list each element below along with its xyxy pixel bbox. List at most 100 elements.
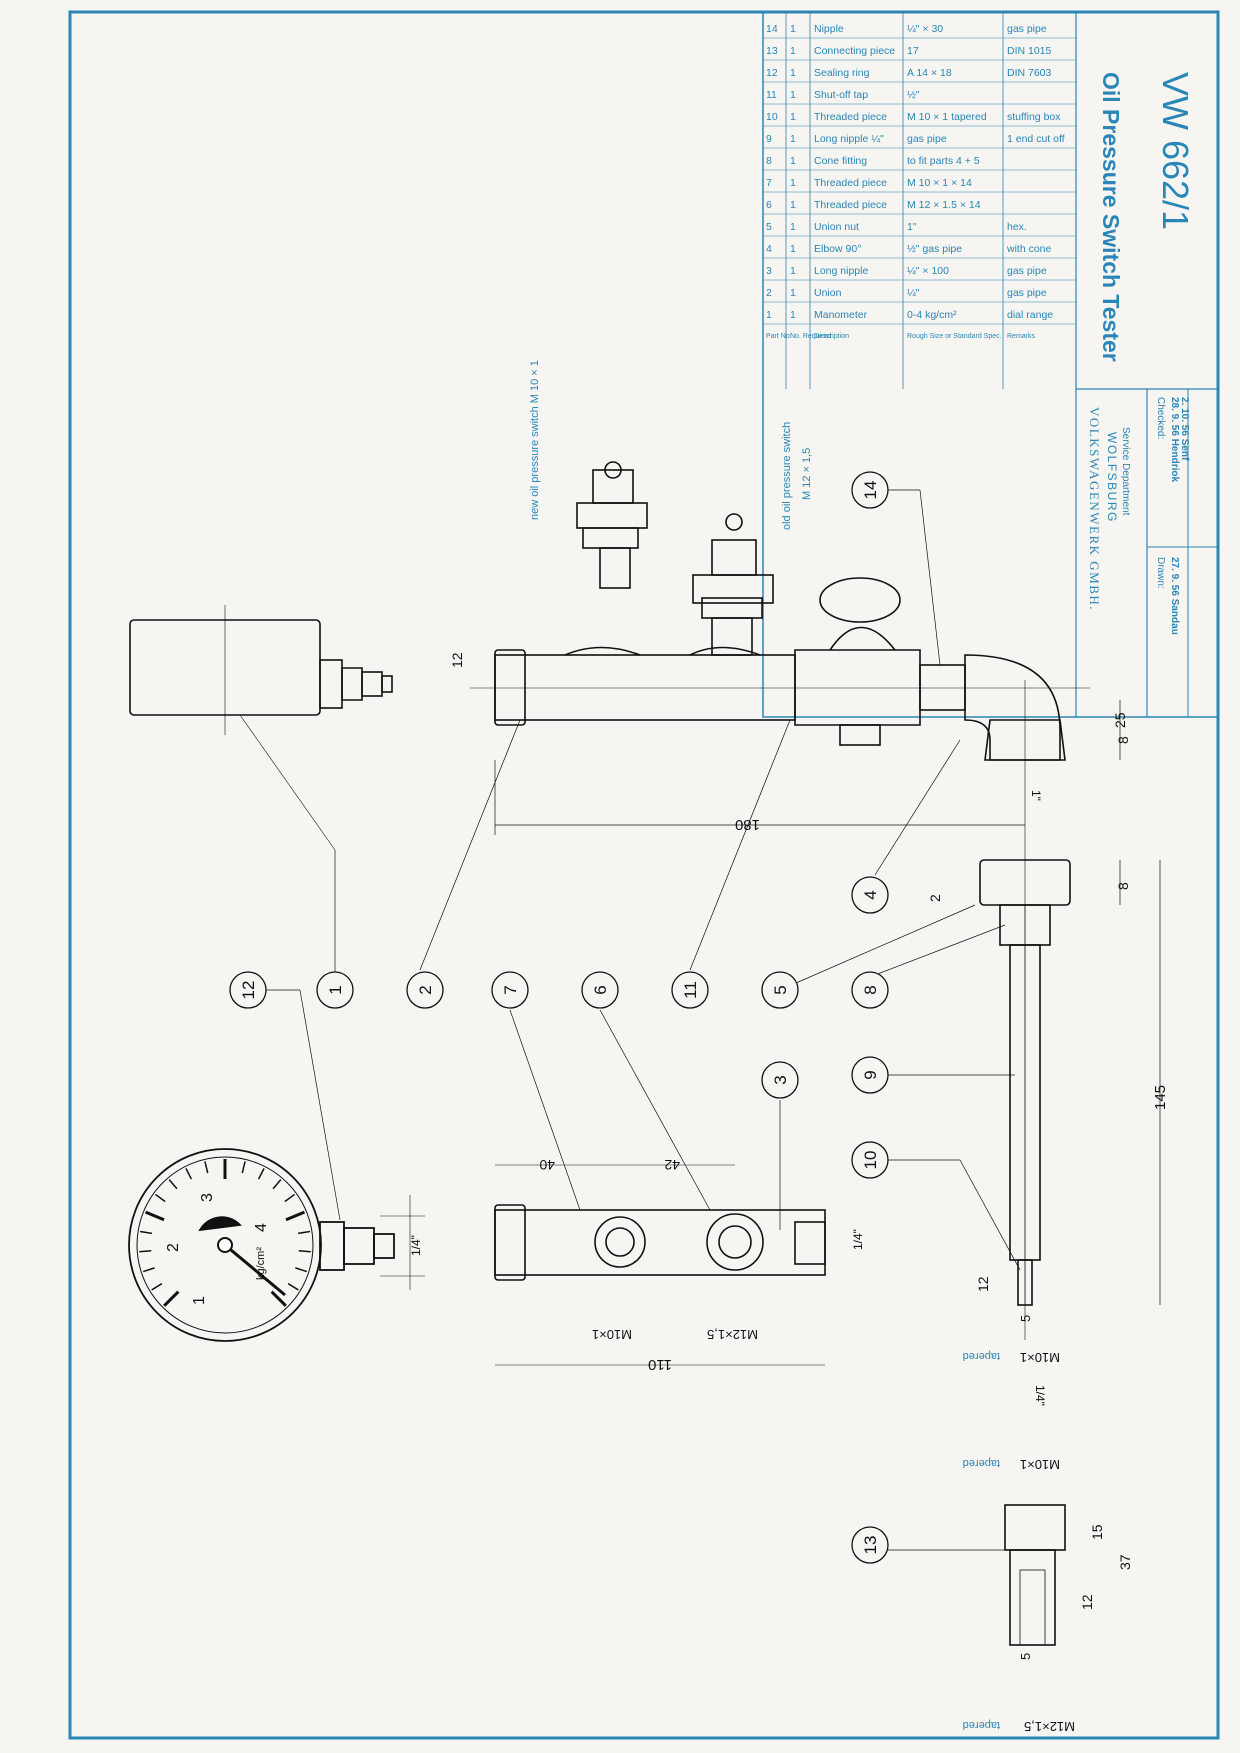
parts-cell: 3 xyxy=(766,265,772,277)
parts-cell: 1 xyxy=(790,221,796,233)
parts-header-cell: Rough Size or Standard Spec. xyxy=(907,333,1002,340)
parts-cell: 1 xyxy=(790,45,796,57)
callout-number-4: 4 xyxy=(861,890,880,899)
dim-15: 15 xyxy=(1089,1524,1105,1540)
dim-37: 37 xyxy=(1117,1554,1133,1570)
gauge-num-1: 1 xyxy=(191,1296,208,1305)
dimension-lines xyxy=(494,700,1161,1305)
p13-tapered-bottom: tapered xyxy=(963,1719,1000,1731)
parts-cell: Nipple xyxy=(814,23,844,35)
parts-cell: Threaded piece xyxy=(814,111,887,123)
parts-cell: 1 xyxy=(790,287,796,299)
parts-header-cell: Remarks xyxy=(1007,333,1036,340)
gauge-tick xyxy=(272,1179,282,1190)
parts-cell: M 10 × 1 × 14 xyxy=(907,177,972,189)
parts-cell: Union xyxy=(814,287,842,299)
callout-number-8: 8 xyxy=(861,985,880,994)
callout-circle-8 xyxy=(851,971,889,1009)
dim-180: 180 xyxy=(735,816,760,833)
dim-inch1: 1" xyxy=(1029,790,1043,801)
callout-circle-9 xyxy=(851,1056,889,1094)
gauge-num-4: 4 xyxy=(253,1223,270,1232)
dim-8-b: 8 xyxy=(1115,882,1131,890)
callout-circle-6 xyxy=(581,971,619,1009)
gauge-tick xyxy=(285,1210,306,1222)
parts-cell: 5 xyxy=(766,221,772,233)
parts-cell: 4 xyxy=(766,243,772,255)
parts-cell: 1 xyxy=(790,89,796,101)
callout-number-10: 10 xyxy=(861,1151,880,1170)
parts-cell: Sealing ring xyxy=(814,67,870,79)
gauge-tick xyxy=(298,1250,311,1253)
parts-cell: Shut-off tap xyxy=(814,89,868,101)
dim-2: 2 xyxy=(927,894,943,902)
dim-25: 25 xyxy=(1112,712,1128,728)
tool-number: VW 662/1 xyxy=(1155,72,1196,230)
callout-circle-1 xyxy=(316,971,354,1009)
gauge-tick xyxy=(142,1267,155,1273)
parts-cell: 1 xyxy=(766,309,772,321)
parts-cell: 1 xyxy=(790,243,796,255)
parts-cell: ½" xyxy=(907,89,920,101)
gauge-tick xyxy=(284,1193,296,1203)
parts-cell: 14 xyxy=(766,23,778,35)
parts-cell: gas pipe xyxy=(1007,265,1047,277)
callout-circle-13 xyxy=(851,1526,889,1564)
parts-cell: M 12 × 1.5 × 14 xyxy=(907,199,981,211)
parts-cell: 10 xyxy=(766,111,778,123)
callout-circle-7 xyxy=(491,971,529,1009)
gauge-tick xyxy=(287,1283,299,1291)
parts-cell: 2 xyxy=(766,287,772,299)
p13-m12-label: M12×1,5 xyxy=(1024,1719,1075,1734)
parts-cell: to fit parts 4 + 5 xyxy=(907,155,980,167)
parts-cell: 1 xyxy=(790,111,796,123)
parts-cell: Long nipple ¼" xyxy=(814,133,884,145)
parts-cell: Connecting piece xyxy=(814,45,895,57)
checked-value-2: 2. 10. 56 Senf xyxy=(1179,397,1190,461)
manometer-dial xyxy=(128,1148,425,1342)
gauge-num-3: 3 xyxy=(199,1193,216,1202)
callout-number-3: 3 xyxy=(771,1075,790,1084)
parts-cell: 9 xyxy=(766,133,772,145)
manometer-side xyxy=(129,605,393,851)
parts-cell: 1 xyxy=(790,23,796,35)
tee-quarter-label: 1/4" xyxy=(851,1229,865,1250)
p10-quarter-label: 1/4" xyxy=(1033,1385,1047,1406)
parts-cell: hex. xyxy=(1007,221,1027,233)
tool-name: Oil Pressure Switch Tester xyxy=(1098,72,1124,362)
dim-5-p10: 5 xyxy=(1018,1315,1033,1322)
parts-cell: gas pipe xyxy=(907,133,947,145)
gauge-num-2: 2 xyxy=(165,1243,182,1252)
gauge-tick xyxy=(241,1161,246,1174)
gauge-tick xyxy=(163,1290,180,1307)
tee-m12-label: M12×1,5 xyxy=(707,1327,758,1342)
gauge-tick xyxy=(204,1161,209,1174)
parts-cell: DIN 1015 xyxy=(1007,45,1052,57)
dim-12-p13: 12 xyxy=(1079,1594,1095,1610)
label-old-switch-thread: M 12 × 1,5 xyxy=(801,448,813,500)
gauge-tick xyxy=(168,1179,178,1190)
callout-number-11: 11 xyxy=(681,981,700,999)
title-block: Oil Pressure Switch Tester VW 662/1 VOLK… xyxy=(762,11,1219,718)
callout-number-2: 2 xyxy=(416,985,435,994)
parts-cell: 1 xyxy=(790,199,796,211)
p10-m10-label: M10×1 xyxy=(1020,1350,1060,1365)
callout-circle-11 xyxy=(671,971,709,1009)
parts-cell: Threaded piece xyxy=(814,199,887,211)
gauge-tick xyxy=(295,1267,308,1273)
parts-cell: DIN 7603 xyxy=(1007,67,1052,79)
company-name: VOLKSWAGENWERK GMBH. xyxy=(1087,407,1102,611)
parts-cell: ¼" xyxy=(907,287,920,299)
gauge-tick xyxy=(144,1210,165,1222)
parts-cell: 1 end cut off xyxy=(1007,133,1065,145)
callout-circle-10 xyxy=(851,1141,889,1179)
gauge-thread-label: 1/4" xyxy=(409,1235,423,1256)
dim-8-a: 8 xyxy=(1115,736,1131,744)
dim-110: 110 xyxy=(648,1356,672,1373)
company-dept: Service Department xyxy=(1120,427,1131,516)
parts-cell: 12 xyxy=(766,67,778,79)
parts-cell: stuffing box xyxy=(1007,111,1061,123)
parts-cell: Union nut xyxy=(814,221,859,233)
gauge-tick xyxy=(154,1193,166,1203)
